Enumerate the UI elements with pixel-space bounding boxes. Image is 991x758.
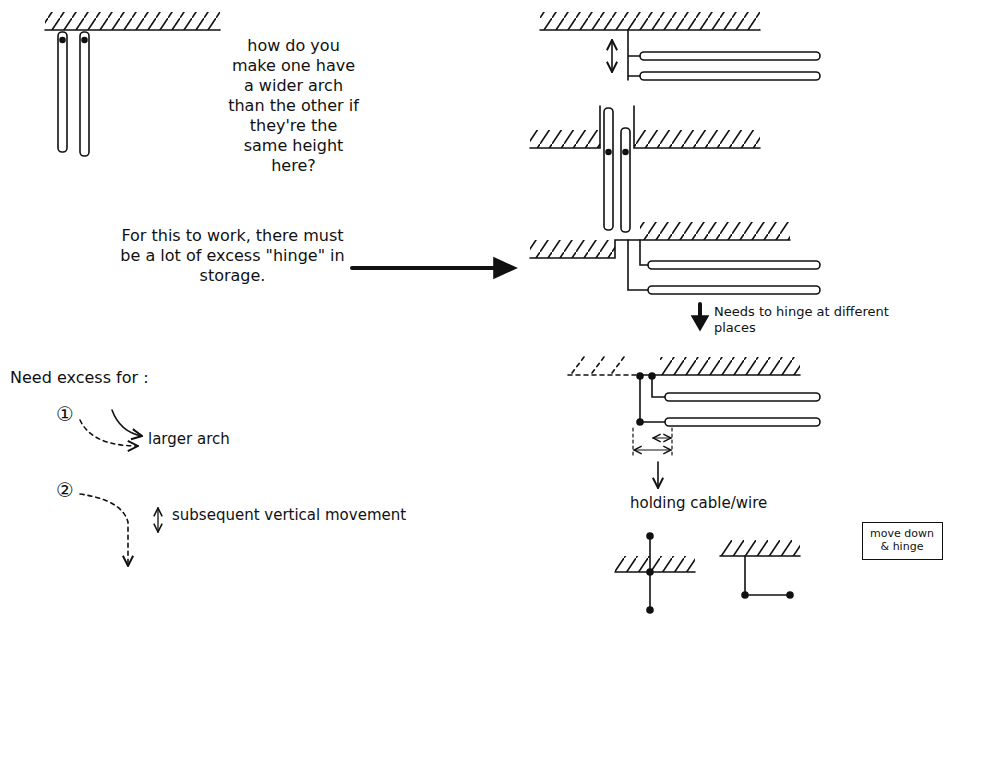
hinge-bracket [628, 30, 640, 80]
folded-rod [665, 393, 820, 401]
hinge-dot [647, 607, 653, 613]
dashed-arrow [80, 494, 128, 566]
curved-arrow [112, 410, 142, 436]
down-arrow [657, 462, 659, 488]
dimension-guide [633, 428, 672, 456]
ceiling-hatch [540, 12, 760, 30]
ceiling-hatch [660, 357, 800, 375]
ceiling-hatch [640, 222, 790, 240]
ceiling-slot [530, 106, 760, 148]
ceiling-hatch [530, 130, 600, 148]
dashed-arrow [80, 420, 138, 446]
hanging-rod [621, 128, 630, 232]
sketch-note: Needs to hinge at different places [714, 304, 914, 337]
ceiling-hatch [720, 540, 800, 556]
hinge-bracket [640, 375, 665, 422]
ceiling-line [640, 374, 800, 376]
sketch-note: holding cable/wire [630, 494, 800, 513]
hinge-dot [649, 373, 655, 379]
sketch-note: Need excess for : [10, 368, 210, 388]
hinge-dot [637, 419, 643, 425]
sketch-note: how do you make one have a wider arch th… [226, 36, 361, 176]
vertical-move-arrow [157, 508, 158, 532]
down-arrow-head [692, 316, 708, 330]
hinge-dot [787, 592, 793, 598]
hinge-bracket [628, 240, 648, 290]
big-arrow-head [494, 258, 516, 278]
dimension-arrow [634, 449, 671, 450]
vertical-move-arrow [611, 40, 613, 72]
dimension-arrow [653, 437, 671, 438]
sketch-note: For this to work, there must be a lot of… [120, 226, 345, 286]
ceiling-line [540, 29, 760, 31]
ceiling-line [45, 29, 220, 31]
folded-rod [648, 286, 820, 294]
dashed-ceiling [568, 357, 636, 375]
folded-rod [640, 72, 820, 80]
hinge-dot [606, 150, 611, 155]
sketch-note: subsequent vertical movement [172, 506, 442, 525]
ceiling-step [530, 240, 790, 258]
ceiling-line [615, 571, 695, 573]
note-text: move down & hinge [867, 527, 937, 553]
big-arrow [352, 266, 496, 270]
hinge-dot [647, 569, 653, 575]
ceiling-line [720, 555, 800, 557]
ceiling-hatch [634, 130, 760, 148]
folded-rod [648, 261, 820, 269]
hinge-dot [742, 592, 748, 598]
hinge-dot [623, 150, 628, 155]
hinge-dot [647, 533, 653, 539]
hanging-rod [58, 32, 67, 152]
note-box: move down & hinge [862, 522, 943, 560]
hinge-dot [60, 38, 65, 43]
ceiling-hatch [45, 12, 220, 30]
hanging-rod [604, 108, 613, 230]
folded-rod [640, 52, 820, 60]
hinged-cable [745, 556, 790, 595]
hinge-dot [637, 373, 643, 379]
hinge-dot [82, 38, 87, 43]
sketch-note: ① [56, 402, 86, 427]
sketch-note: larger arch [148, 430, 288, 449]
folded-rod [665, 418, 820, 426]
ceiling-hatch [615, 556, 695, 572]
ceiling-hatch [530, 240, 615, 258]
sketch-note: ② [56, 478, 86, 503]
hanging-rod [80, 32, 89, 156]
